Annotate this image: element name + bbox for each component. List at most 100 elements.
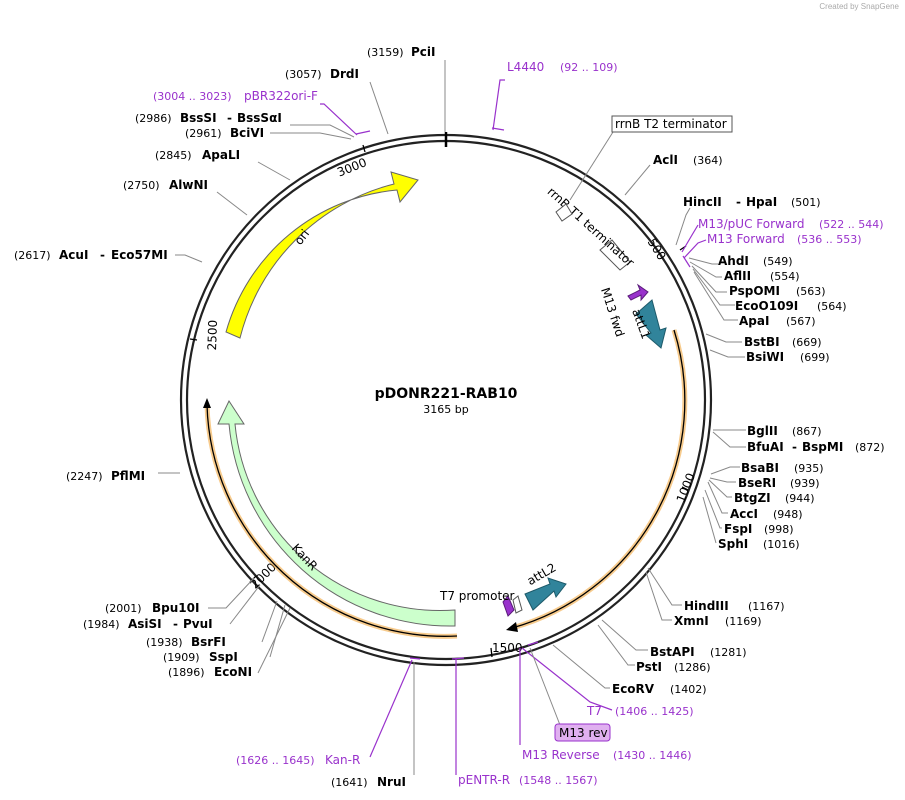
- primer-name: L4440: [507, 60, 544, 74]
- tick-marks: [189, 144, 689, 658]
- feature-box-rrnb-t2: [611, 115, 733, 133]
- site-bcivi: (2961) BciVI: [185, 126, 264, 140]
- primer-pbr322ori-f: (3004 .. 3023) pBR322ori-F: [153, 89, 318, 103]
- site-bstbi: BstBI (669): [744, 335, 822, 349]
- site-nrui: (1641) NruI: [331, 775, 406, 789]
- feature-label-rrnb-t1: rrnB T1 terminator: [545, 184, 637, 269]
- site-alwni: (2750) AlwNI: [123, 178, 208, 192]
- site-hincii: HincII - HpaI (501): [683, 195, 821, 209]
- site-pos: (1286): [674, 661, 711, 674]
- primer-m13-reverse: M13 Reverse (1430 .. 1446): [522, 748, 692, 762]
- site-pos: (699): [800, 351, 830, 364]
- site-econi: (1896) EcoNI: [168, 665, 252, 679]
- connector-lines: [158, 60, 746, 775]
- site-sspi: (1909) SspI: [163, 650, 238, 664]
- primer-pos: (1430 .. 1446): [613, 749, 692, 762]
- site-pos: (2986): [135, 112, 172, 125]
- site-xmni: XmnI (1169): [674, 614, 762, 628]
- feature-rrnb-t1: rrnB T1 terminator: [545, 184, 637, 271]
- site-name-2: BssSαI: [237, 111, 282, 125]
- site-name: PflMI: [111, 469, 145, 483]
- site-pos: (1281): [710, 646, 747, 659]
- feature-kanr: KanR: [217, 399, 456, 627]
- site-acci: AccI (948): [730, 507, 803, 521]
- site-pos: (2617): [14, 249, 51, 262]
- primer-pos: (536 .. 553): [797, 233, 862, 246]
- site-pos: (3159): [367, 46, 404, 59]
- site-name: PciI: [411, 45, 436, 59]
- feature-label-t7-promoter: T7 promoter: [439, 589, 515, 603]
- backbone: [179, 132, 713, 667]
- site-pspomi: PspOMI (563): [729, 284, 826, 298]
- site-name: BstBI: [744, 335, 780, 349]
- site-pos: (2247): [66, 470, 103, 483]
- site-name: SphI: [718, 537, 748, 551]
- site-pos: (554): [770, 270, 800, 283]
- feature-t7-promoter: T7 promoter: [439, 589, 523, 617]
- primer-pos: (3004 .. 3023): [153, 90, 232, 103]
- primer-kan-r: (1626 .. 1645) Kan-R: [236, 753, 360, 767]
- site-name: BciVI: [230, 126, 264, 140]
- site-apali: (2845) ApaLI: [155, 148, 240, 162]
- primer-m13-forward: M13 Forward (536 .. 553): [707, 232, 862, 246]
- site-pos: (669): [792, 336, 822, 349]
- site-pos: (867): [792, 425, 822, 438]
- primer-pos: (1548 .. 1567): [519, 774, 598, 787]
- primer-name: M13/pUC Forward: [698, 217, 805, 231]
- site-pos: (998): [764, 523, 794, 536]
- site-ahdi: AhdI (549): [718, 254, 793, 268]
- site-name: Bpu10I: [152, 601, 199, 615]
- site-bsabi: BsaBI (935): [741, 461, 824, 475]
- site-pos: (2961): [185, 127, 222, 140]
- site-name: HincII: [683, 195, 722, 209]
- site-asisi: (1984) AsiSI - PvuI: [83, 617, 213, 631]
- site-name: BstAPI: [650, 645, 695, 659]
- site-name: AcuI: [59, 248, 88, 262]
- primer-m13-puc-forward: M13/pUC Forward (522 .. 544): [698, 217, 884, 231]
- site-pos: (564): [817, 300, 847, 313]
- site-name: ApaLI: [202, 148, 240, 162]
- site-pos: (872): [855, 441, 885, 454]
- site-name: BsiWI: [746, 350, 784, 364]
- primer-pentr-r: pENTR-R (1548 .. 1567): [458, 773, 598, 787]
- site-bseri: BseRI (939): [738, 476, 820, 490]
- primer-pos: (522 .. 544): [819, 218, 884, 231]
- primer-pos: (1626 .. 1645): [236, 754, 315, 767]
- site-name: ApaI: [739, 314, 769, 328]
- feature-attl2: attL2: [524, 560, 567, 611]
- separator: -: [227, 111, 232, 125]
- site-pos: (1938): [146, 636, 183, 649]
- primer-pos: (92 .. 109): [560, 61, 618, 74]
- site-pos: (1169): [725, 615, 762, 628]
- site-name: AclI: [653, 153, 678, 167]
- site-name: EcoO109I: [735, 299, 798, 313]
- feature-m13-rev-box: M13 rev: [554, 723, 611, 742]
- site-name-2: PvuI: [183, 617, 213, 631]
- site-name: SspI: [209, 650, 238, 664]
- site-pos: (1896): [168, 666, 205, 679]
- site-apai: ApaI (567): [739, 314, 816, 328]
- site-pos: (549): [763, 255, 793, 268]
- site-pos: (1641): [331, 776, 368, 789]
- site-name: PspOMI: [729, 284, 780, 298]
- primer-pos: (1406 .. 1425): [615, 705, 694, 718]
- site-name: AlwNI: [169, 178, 208, 192]
- site-drdi: (3057) DrdI: [285, 67, 359, 81]
- tick-label-2500: 2500: [205, 320, 220, 351]
- primer-connectors: [320, 79, 707, 775]
- tick-label-3000: 3000: [335, 155, 369, 179]
- site-name: EcoRV: [612, 682, 655, 696]
- site-pos: (2001): [105, 602, 142, 615]
- site-pos: (2750): [123, 179, 160, 192]
- site-name: AccI: [730, 507, 758, 521]
- site-pos: (2845): [155, 149, 192, 162]
- snapgene-credit: Created by SnapGene: [819, 2, 899, 11]
- site-bsrfi: (1938) BsrFI: [146, 635, 226, 649]
- m13-rev-label: M13 rev: [559, 726, 608, 740]
- feature-attl1: attL1: [629, 299, 667, 349]
- feature-ori: ori: [225, 171, 419, 339]
- site-aflii: AflII (554): [724, 269, 800, 283]
- site-pos: (501): [791, 196, 821, 209]
- site-pos: (364): [693, 154, 723, 167]
- tick-label-500: 500: [645, 236, 669, 263]
